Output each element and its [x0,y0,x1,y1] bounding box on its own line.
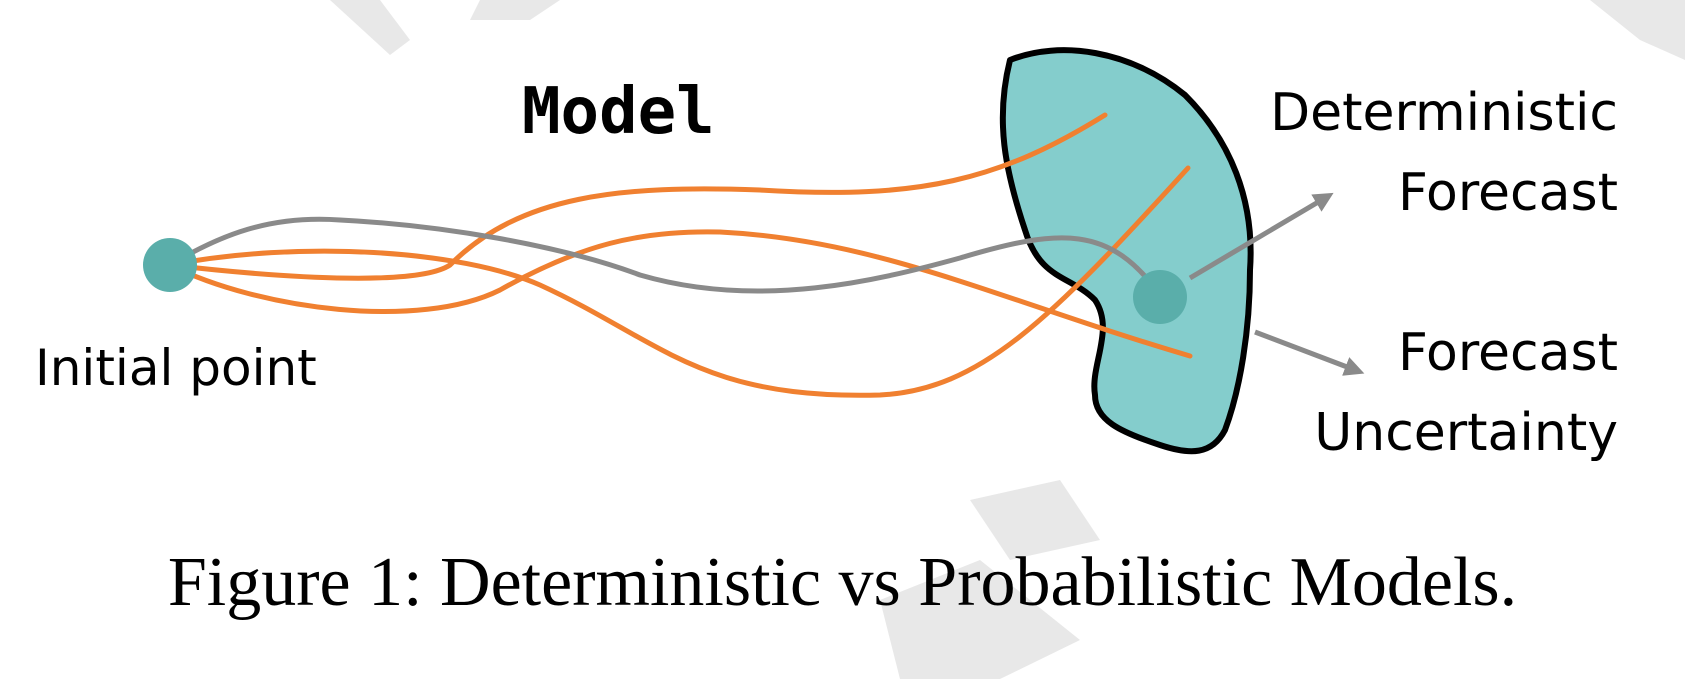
initial-point-marker [143,238,197,292]
deterministic-forecast-point [1133,270,1187,324]
uncertainty-label-line2: Uncertainty [1314,403,1618,463]
trajectory-path-1 [167,112,1108,281]
trajectory-path-2 [167,165,1191,398]
deterministic-arrow [1188,192,1334,281]
initial-point-label: Initial point [35,339,317,397]
figure-caption: Figure 1: Deterministic vs Probabilistic… [167,544,1518,621]
deterministic-label-line1: Deterministic [1270,83,1618,143]
trajectory-path-3 [167,229,1193,359]
deterministic-label-line2: Forecast [1398,163,1618,223]
deterministic-path [167,216,1163,298]
uncertainty-label-line1: Forecast [1398,323,1618,383]
watermark [330,0,1685,679]
forecast-uncertainty-region [999,47,1254,455]
uncertainty-arrow [1254,329,1365,376]
model-label: Model [522,75,715,149]
